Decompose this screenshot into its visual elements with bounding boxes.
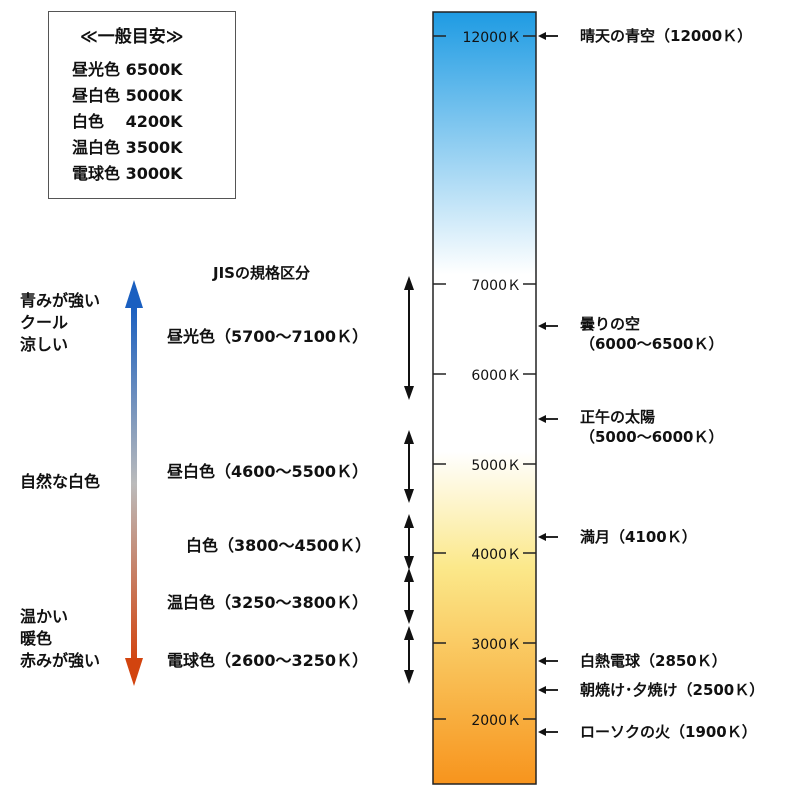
jis-range-arrow bbox=[404, 568, 414, 624]
warm-label-line: 温かい bbox=[20, 607, 69, 626]
pointer-arrow bbox=[538, 322, 558, 330]
pointer-arrow bbox=[538, 533, 558, 541]
pointer-arrow bbox=[538, 415, 558, 423]
general-guide-box bbox=[48, 11, 236, 199]
natural-white-label: 自然な白色 bbox=[20, 472, 101, 491]
cool-label-line: 涼しい bbox=[20, 335, 69, 354]
source-label-incandescent-bulb: 白熱電球（2850Ｋ） bbox=[580, 652, 727, 670]
cool-label-line: クール bbox=[20, 313, 69, 332]
jis-range-label-white: 白色（3800～4500Ｋ） bbox=[186, 536, 372, 555]
arrow-down-head bbox=[125, 658, 143, 686]
pointer-arrow bbox=[538, 728, 558, 736]
source-pointers bbox=[538, 32, 558, 736]
jis-range-arrow bbox=[404, 514, 414, 570]
source-label-cloudy-sky: 曇りの空 （6000～6500Ｋ） bbox=[580, 315, 724, 353]
tick-label: 6000Ｋ bbox=[471, 368, 521, 384]
warm-label-line: 暖色 bbox=[20, 629, 53, 648]
jis-range-arrow bbox=[404, 626, 414, 684]
tick-label: 3000Ｋ bbox=[471, 637, 521, 653]
source-label-sunrise-sunset: 朝焼け･夕焼け（2500Ｋ） bbox=[580, 681, 765, 699]
jis-range-arrow bbox=[404, 276, 414, 400]
jis-range-arrows bbox=[404, 276, 414, 684]
source-label-candle: ローソクの火（1900Ｋ） bbox=[580, 723, 757, 741]
source-label-clear-sky: 晴天の青空（12000Ｋ） bbox=[580, 27, 753, 45]
warmth-scale-arrow bbox=[125, 280, 143, 686]
jis-range-label-warm-white: 温白色（3250～3800Ｋ） bbox=[167, 593, 369, 612]
warm-label: 温かい 暖色 赤みが強い bbox=[20, 606, 100, 672]
jis-range-label-daylight: 昼光色（5700～7100Ｋ） bbox=[167, 327, 369, 346]
pointer-arrow bbox=[538, 686, 558, 694]
pointer-arrow bbox=[538, 657, 558, 665]
guide-row: 昼光色 6500K bbox=[72, 60, 183, 79]
cool-label: 青みが強い クール 涼しい bbox=[20, 290, 100, 356]
guide-row: 電球色 3000K bbox=[72, 164, 183, 183]
guide-row: 白色 4200K bbox=[72, 112, 183, 131]
cool-label-line: 青みが強い bbox=[20, 291, 101, 310]
jis-range-label-neutral-white: 昼白色（4600～5500Ｋ） bbox=[167, 462, 369, 481]
tick-label: 7000Ｋ bbox=[471, 278, 521, 294]
tick-label: 4000Ｋ bbox=[471, 547, 521, 563]
jis-range-arrow bbox=[404, 430, 414, 503]
tick-label: 5000Ｋ bbox=[471, 458, 521, 474]
guide-title: ≪一般目安≫ bbox=[80, 27, 184, 47]
bar-ticks bbox=[433, 35, 536, 720]
source-label-noon-sun: 正午の太陽 （5000～6000Ｋ） bbox=[580, 408, 724, 446]
arrow-shaft bbox=[131, 306, 137, 662]
arrow-up-head bbox=[125, 280, 143, 308]
guide-row: 温白色 3500K bbox=[72, 138, 183, 157]
color-temperature-bar bbox=[432, 11, 537, 785]
pointer-arrow bbox=[538, 32, 558, 40]
tick-label: 12000Ｋ bbox=[462, 30, 521, 46]
warm-label-line: 赤みが強い bbox=[20, 651, 101, 670]
guide-row: 昼白色 5000K bbox=[72, 86, 183, 105]
jis-title: JISの規格区分 bbox=[213, 264, 310, 282]
tick-label: 2000Ｋ bbox=[471, 713, 521, 729]
source-label-full-moon: 満月（4100Ｋ） bbox=[580, 528, 697, 546]
jis-range-label-incandescent: 電球色（2600～3250Ｋ） bbox=[167, 651, 369, 670]
